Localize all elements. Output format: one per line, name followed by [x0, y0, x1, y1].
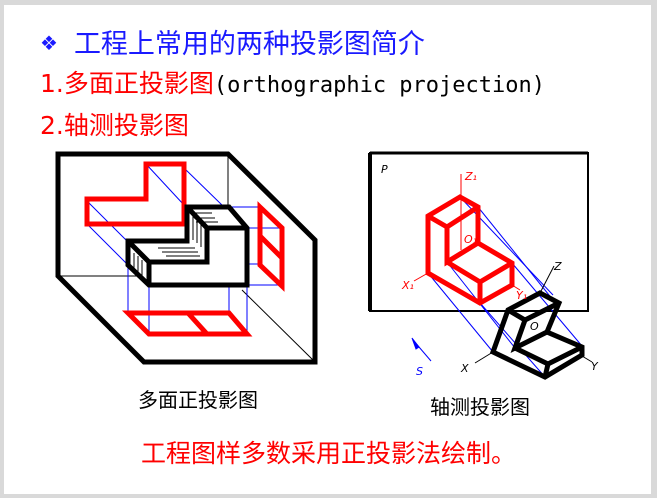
shading-hatch	[133, 212, 218, 276]
y-axis	[581, 355, 593, 363]
top-view-projection	[121, 310, 253, 337]
item-label: 轴测投影图	[63, 111, 189, 140]
label-y1: Y₁	[516, 289, 527, 302]
orthographic-diagram: V Z X W Y H	[39, 138, 329, 375]
projection-planes-frame	[55, 151, 318, 365]
label-y: Y	[321, 362, 329, 375]
label-y: Y	[591, 360, 599, 373]
direction-s-arrow	[411, 337, 432, 362]
footer-statement: 工程图样多数采用正投影法绘制。	[140, 439, 516, 468]
side-view-projection	[257, 201, 285, 292]
front-view-projection	[84, 161, 187, 227]
label-z1: Z₁	[464, 170, 477, 183]
label-x1: X₁	[401, 279, 414, 292]
slide-title: ❖ 工程上常用的两种投影图简介	[40, 22, 425, 61]
label-z: Z	[553, 260, 562, 273]
orthographic-caption: 多面正投影图	[138, 388, 258, 412]
label-x: X	[460, 362, 469, 375]
label-v: V	[65, 163, 74, 176]
z-axis	[539, 265, 555, 294]
axonometric-caption: 轴测投影图	[430, 395, 530, 419]
y-axis-line	[241, 289, 316, 363]
item-axonometric: 2.轴测投影图	[40, 106, 189, 142]
item-orthographic: 1.多面正投影图(orthographic projection)	[40, 64, 545, 100]
label-s: S	[416, 365, 423, 378]
axonometric-diagram: P Z₁ O₁ X₁ Y₁ Z O X Y S	[368, 151, 599, 380]
stepped-block-object	[125, 204, 250, 288]
label-o1: O₁	[464, 233, 477, 246]
item-label: 多面正投影图	[63, 69, 214, 98]
object-black	[489, 290, 585, 380]
label-w: W	[299, 244, 311, 257]
label-p: P	[381, 163, 388, 176]
label-o: O	[530, 320, 539, 333]
title-text: 工程上常用的两种投影图简介	[73, 29, 425, 60]
item-english: (orthographic projection)	[213, 73, 546, 98]
axonometric-projection-red	[425, 194, 515, 306]
item-number: 1.	[40, 69, 64, 98]
x-axis	[474, 351, 494, 364]
item-number: 2.	[40, 111, 64, 140]
diamond-bullet-icon: ❖	[40, 31, 58, 55]
projection-lines	[86, 163, 282, 334]
label-x: X	[39, 273, 48, 286]
label-z: Z	[235, 138, 244, 151]
